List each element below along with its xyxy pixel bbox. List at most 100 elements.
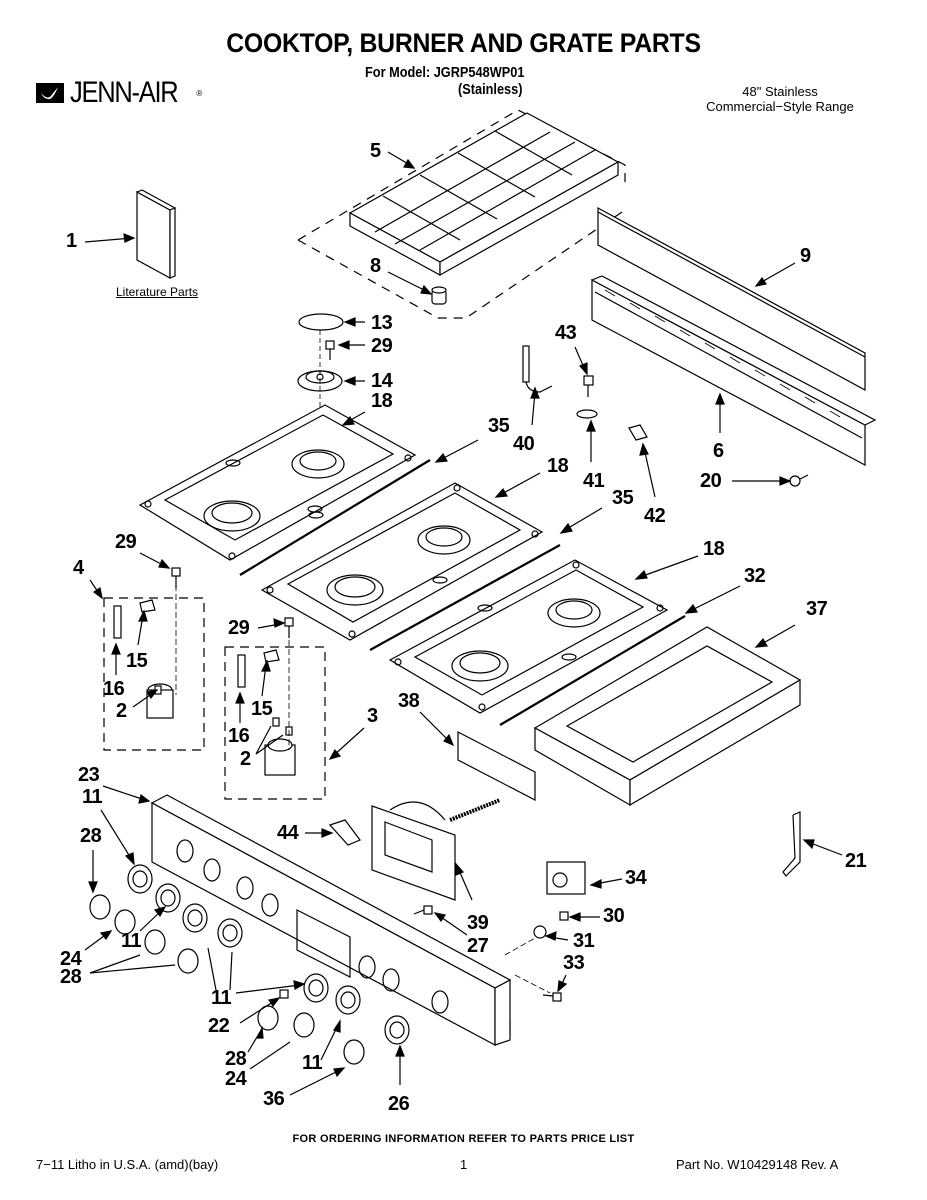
callout-16a[interactable]: 16 [103,678,125,700]
callout-29a[interactable]: 29 [371,335,393,357]
screw-20-part[interactable] [789,474,809,487]
callout-9[interactable]: 9 [800,245,811,267]
arrow-1 [84,233,136,243]
seal-strip-35a[interactable] [239,459,431,576]
callout-32[interactable]: 32 [744,565,766,587]
callout-39[interactable]: 39 [467,912,489,934]
callout-1[interactable]: 1 [66,230,77,252]
arrow-16a [111,642,121,675]
callout-29b[interactable]: 29 [115,531,137,553]
back-panel-part[interactable] [597,206,866,392]
knob-bezel-group-left[interactable] [89,864,243,974]
arrow-28c [247,1025,264,1053]
callout-24b[interactable]: 24 [225,1068,247,1090]
knob-bezel-group-right[interactable] [257,973,410,1065]
screw-33-part[interactable] [542,992,562,1002]
callout-11a[interactable]: 11 [82,786,103,808]
arrow-23 [102,785,151,804]
clip-41-part[interactable] [576,409,598,419]
callout-2b[interactable]: 2 [240,748,251,770]
callout-43[interactable]: 43 [555,322,577,344]
callout-28c[interactable]: 28 [225,1048,247,1070]
callout-28a[interactable]: 28 [80,825,102,847]
clip-42-part[interactable] [628,424,648,441]
screw-29b-part[interactable] [171,567,181,588]
callout-15b[interactable]: 15 [251,698,273,720]
callout-21[interactable]: 21 [845,850,867,872]
display-board-39-part[interactable] [371,798,501,901]
burner-pan-2-part[interactable] [260,482,544,641]
ordering-note: FOR ORDERING INFORMATION REFER TO PARTS … [292,1133,635,1145]
callout-29c[interactable]: 29 [228,617,250,639]
part-31[interactable] [533,925,547,939]
bracket-44-part[interactable] [328,819,361,846]
vent-trim-part[interactable] [590,275,877,466]
callout-14[interactable]: 14 [371,370,393,392]
screw-29c-part[interactable] [284,617,294,638]
screw-29-part[interactable] [325,340,335,360]
grate-part[interactable] [297,109,626,319]
callout-42[interactable]: 42 [644,505,666,527]
arrow-34 [589,878,623,889]
callout-11b[interactable]: 11 [121,930,142,952]
callout-31[interactable]: 31 [573,930,595,952]
callout-27[interactable]: 27 [467,935,489,957]
callout-40[interactable]: 40 [513,433,535,455]
callout-35a[interactable]: 35 [488,415,510,437]
grate-foot-part[interactable] [431,286,447,305]
part-30[interactable] [559,911,569,921]
callout-34[interactable]: 34 [625,867,647,889]
callout-2a[interactable]: 2 [116,700,127,722]
callout-35b[interactable]: 35 [612,487,634,509]
callout-11c[interactable]: 11 [211,987,232,1009]
callout-18b[interactable]: 18 [547,455,569,477]
callout-3[interactable]: 3 [367,705,378,727]
callout-26[interactable]: 26 [388,1093,410,1115]
griddle-part[interactable] [533,626,802,807]
arrow-29a [337,340,365,350]
callout-36[interactable]: 36 [263,1088,285,1110]
module-34-part[interactable] [546,861,586,895]
callout-13[interactable]: 13 [371,312,393,334]
callout-16b[interactable]: 16 [228,725,250,747]
callout-37[interactable]: 37 [806,598,828,620]
arrow-36 [289,1067,346,1096]
arrow-9 [754,262,796,287]
callout-44[interactable]: 44 [277,822,299,844]
seal-strip-32[interactable] [499,615,686,726]
callout-6[interactable]: 6 [713,440,724,462]
arrow-20 [732,476,792,486]
callout-4[interactable]: 4 [73,557,84,579]
control-panel-part[interactable] [150,794,512,1047]
callout-15a[interactable]: 15 [126,650,148,672]
callout-41[interactable]: 41 [583,470,605,492]
valve-assembly-4-part[interactable] [103,597,205,751]
screw-43-part[interactable] [583,375,594,397]
callout-30[interactable]: 30 [603,905,625,927]
burner-cap-part[interactable] [298,313,344,331]
arrow-33 [557,974,568,993]
igniter-40-part[interactable] [522,345,553,393]
bracket-21-part[interactable] [782,811,801,877]
callout-20[interactable]: 20 [700,470,722,492]
callout-24a[interactable]: 24 [60,948,82,970]
callout-18c[interactable]: 18 [703,538,725,560]
arrow-40 [530,386,540,426]
seal-strip-35b[interactable] [369,544,561,651]
valve-assembly-3-part[interactable] [224,646,326,800]
callout-8[interactable]: 8 [370,255,381,277]
callout-28b[interactable]: 28 [60,966,82,988]
burner-pan-1-part[interactable] [138,404,417,561]
callout-33[interactable]: 33 [563,952,585,974]
callout-5[interactable]: 5 [370,140,381,162]
callout-38[interactable]: 38 [398,690,420,712]
callout-11d[interactable]: 11 [302,1052,323,1074]
arrow-18a [341,411,366,426]
literature-parts-label: Literature Parts [116,285,199,299]
callout-22[interactable]: 22 [208,1015,230,1037]
callout-18a[interactable]: 18 [371,390,393,412]
screw-27-part[interactable] [413,905,433,915]
callout-23[interactable]: 23 [78,764,100,786]
literature-book-part[interactable] [135,189,177,280]
burner-pan-3-part[interactable] [388,559,669,714]
